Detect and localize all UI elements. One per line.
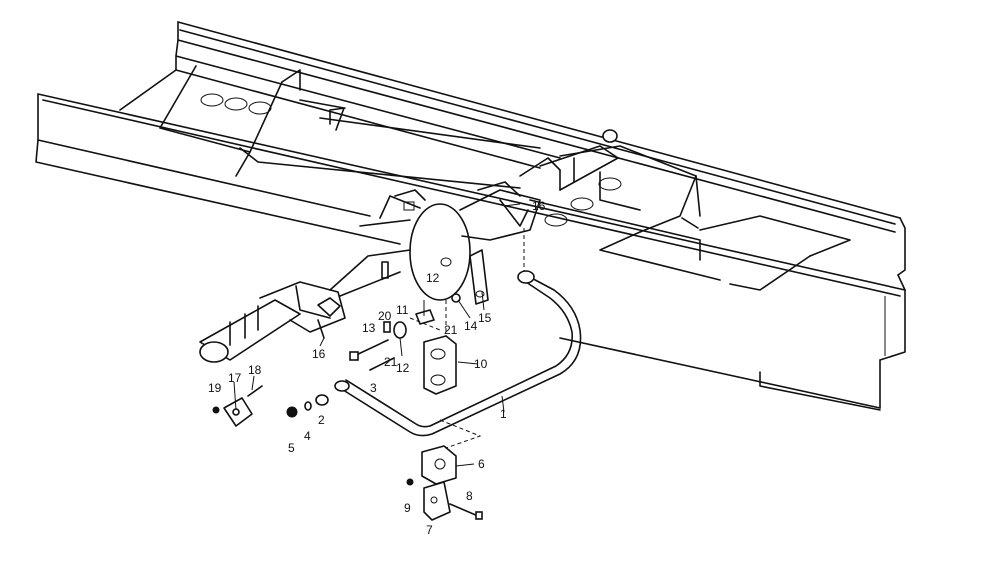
callout-14: 14 — [464, 319, 478, 333]
callout-11: 11 — [396, 303, 409, 317]
part-nut-19 — [212, 406, 220, 414]
front-axle-housing — [459, 129, 619, 241]
callout-19: 19 — [208, 381, 222, 395]
callout-9: 9 — [404, 501, 411, 515]
callout-labels: 1 2 3 4 5 6 7 8 9 10 11 12 12 13 14 15 1… — [208, 199, 546, 537]
differential-housing — [329, 189, 471, 301]
callout-21-upper: 21 — [444, 323, 458, 337]
part-washer-12 — [393, 321, 407, 339]
callout-2: 2 — [318, 413, 325, 427]
callout-17: 17 — [228, 371, 242, 385]
frame-rear-rail — [175, 21, 906, 276]
callout-12-upper: 12 — [426, 271, 440, 285]
callout-1: 1 — [500, 407, 507, 421]
callout-5: 5 — [288, 441, 295, 455]
callout-13: 13 — [362, 321, 376, 335]
part-washer-4 — [304, 401, 312, 411]
part-spacer-20 — [383, 321, 391, 333]
part-clamp-6 — [421, 445, 457, 485]
callout-21-lower: 21 — [384, 355, 398, 369]
callout-6: 6 — [478, 457, 485, 471]
part-bushing-11 — [415, 309, 435, 325]
frame-crossmember-1 — [119, 65, 345, 177]
callout-8: 8 — [466, 489, 473, 503]
part-bushing-17-bracket — [223, 397, 253, 427]
part-clamp-7 — [423, 481, 451, 521]
part-bolt-18 — [247, 385, 263, 397]
callout-15: 15 — [478, 311, 492, 325]
part-bolt-13 — [349, 339, 389, 361]
callout-20: 20 — [378, 309, 392, 323]
callout-18: 18 — [248, 363, 262, 377]
part-bolt-8 — [449, 503, 483, 520]
part-nut-9 — [406, 478, 414, 486]
assembly-lines — [409, 228, 525, 449]
callout-12-lower: 12 — [396, 361, 410, 375]
callout-10: 10 — [474, 357, 488, 371]
callout-16-right: 16 — [532, 199, 546, 213]
frame-front-rail — [35, 93, 906, 411]
part-nut-5 — [286, 406, 298, 418]
frame-crossmember-3 — [529, 145, 701, 261]
part-bolt-3 — [369, 357, 395, 371]
leader-lines — [233, 203, 521, 467]
part-bracket-10 — [423, 335, 457, 395]
part-link-14 — [469, 249, 489, 305]
part-bushing-2 — [315, 394, 329, 406]
callout-4: 4 — [304, 429, 311, 443]
callout-3: 3 — [370, 381, 377, 395]
frame-crossmember-2 — [239, 107, 541, 189]
stabilizer-bar — [334, 270, 582, 437]
callout-7: 7 — [426, 523, 433, 537]
callout-16-left: 16 — [312, 347, 326, 361]
frame-crossmember-4 — [599, 215, 851, 291]
rear-axle-housing — [199, 281, 346, 363]
